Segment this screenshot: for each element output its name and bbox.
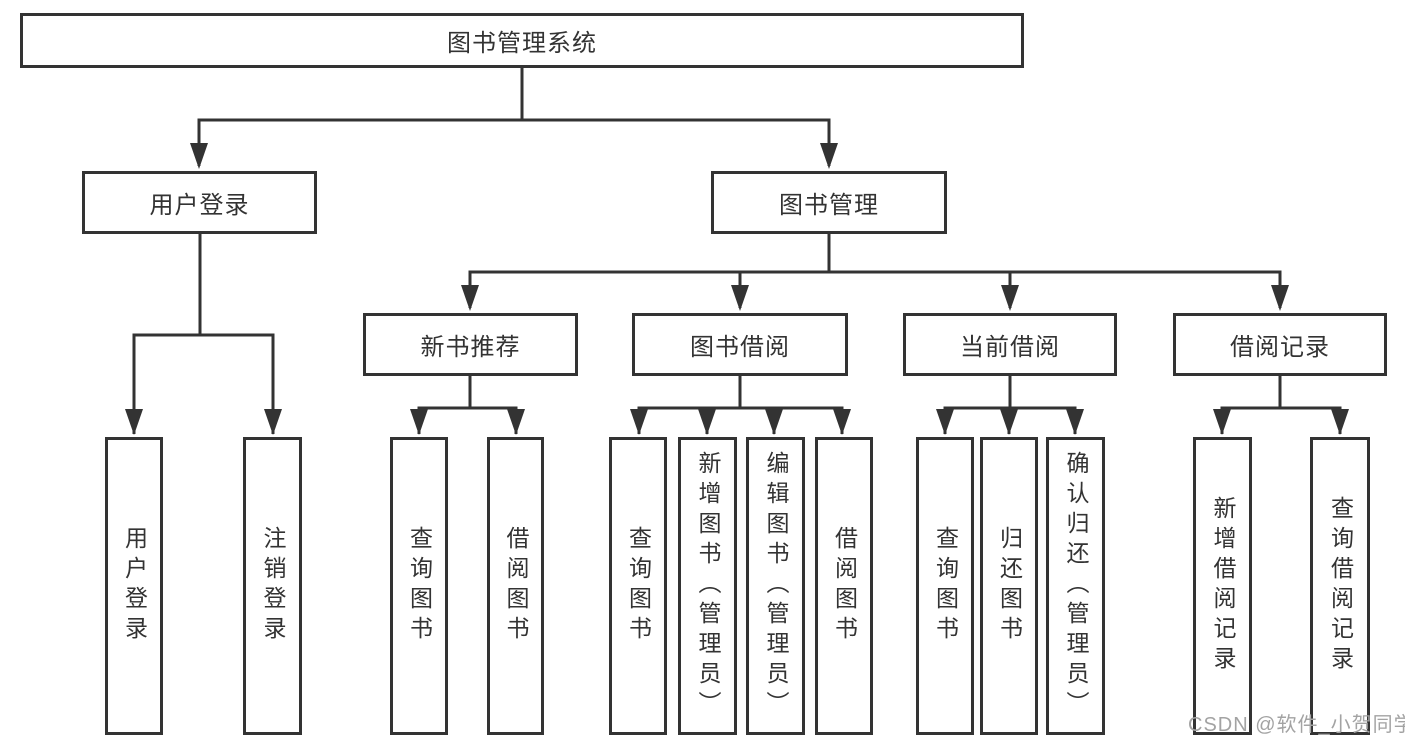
csdn-watermark: CSDN @软件_小贺同学: [1188, 714, 1405, 736]
leaf-borrow-books-1: 借阅图书: [487, 437, 544, 735]
leaf-user-login-label: 用户登录: [121, 526, 148, 646]
leaf-borrow-books-1-label: 借阅图书: [503, 526, 529, 646]
leaf-query-books-2-label: 查询图书: [625, 526, 652, 646]
node-book-borrow: 图书借阅: [632, 313, 848, 376]
leaf-borrow-books-2: 借阅图书: [815, 437, 873, 735]
node-book-borrow-label: 图书借阅: [690, 334, 790, 361]
leaf-edit-books-admin-label: 编辑图书（管理员）: [763, 451, 789, 721]
node-book-management-label: 图书管理: [779, 192, 879, 219]
node-root: 图书管理系统: [20, 13, 1024, 68]
arrowheads: [125, 143, 1349, 435]
leaf-edit-books-admin: 编辑图书（管理员）: [746, 437, 805, 735]
leaf-return-books: 归还图书: [980, 437, 1038, 735]
leaf-query-books-3: 查询图书: [916, 437, 974, 735]
leaf-query-books-3-label: 查询图书: [932, 526, 959, 646]
node-new-book-recommend-label: 新书推荐: [420, 334, 521, 361]
leaf-query-books-2: 查询图书: [609, 437, 667, 735]
leaf-return-books-label: 归还图书: [996, 526, 1023, 646]
leaf-add-borrow-record: 新增借阅记录: [1193, 437, 1252, 735]
node-user-login-label: 用户登录: [149, 192, 250, 219]
leaf-query-books-1-label: 查询图书: [406, 526, 433, 646]
leaf-user-login: 用户登录: [105, 437, 163, 735]
node-borrow-records: 借阅记录: [1173, 313, 1387, 376]
node-book-management: 图书管理: [711, 171, 947, 234]
node-current-borrow-label: 当前借阅: [960, 334, 1060, 361]
leaf-add-books-admin: 新增图书（管理员）: [678, 437, 737, 735]
leaf-add-books-admin-label: 新增图书（管理员）: [695, 451, 721, 721]
leaf-confirm-return-admin-label: 确认归还（管理员）: [1063, 451, 1089, 721]
node-borrow-records-label: 借阅记录: [1230, 334, 1330, 361]
leaf-logout: 注销登录: [243, 437, 302, 735]
leaf-query-borrow-record: 查询借阅记录: [1310, 437, 1370, 735]
node-new-book-recommend: 新书推荐: [363, 313, 578, 376]
leaf-add-borrow-record-label: 新增借阅记录: [1210, 496, 1236, 676]
node-user-login: 用户登录: [82, 171, 317, 234]
leaf-confirm-return-admin: 确认归还（管理员）: [1046, 437, 1105, 735]
leaf-logout-label: 注销登录: [260, 526, 286, 646]
node-current-borrow: 当前借阅: [903, 313, 1117, 376]
leaf-borrow-books-2-label: 借阅图书: [831, 526, 858, 646]
leaf-query-books-1: 查询图书: [390, 437, 448, 735]
node-root-label: 图书管理系统: [447, 30, 597, 57]
leaf-query-borrow-record-label: 查询借阅记录: [1327, 496, 1354, 676]
